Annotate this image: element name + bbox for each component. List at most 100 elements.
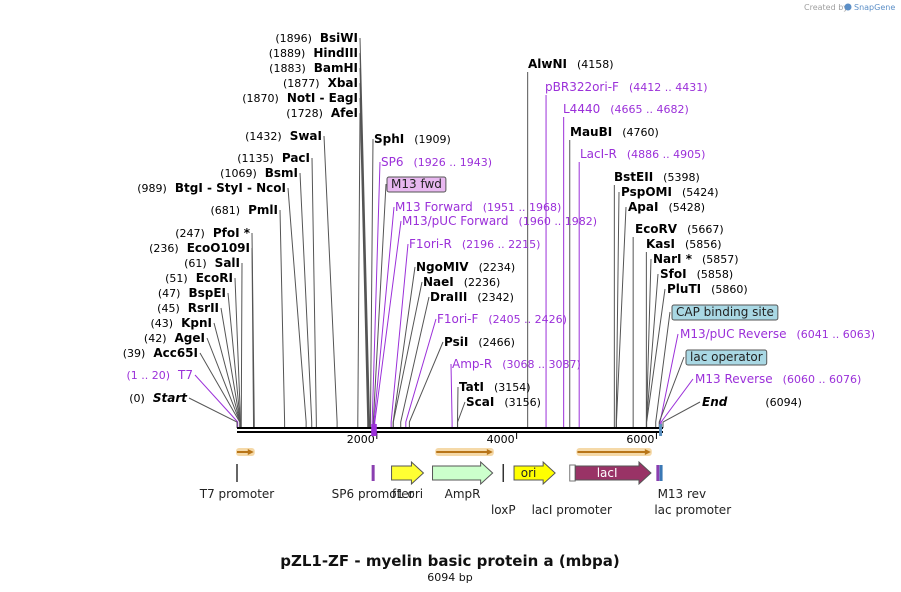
site-position: (1870) [242,92,279,105]
leader-psii [408,341,444,428]
site-leader-lines [188,37,701,428]
site-name-apai: ApaI [628,200,658,214]
site-position: (4665 .. 4682) [610,103,689,116]
feature-lac-promoter: lac promoter [654,465,731,517]
site-name-amp-r: Amp-R [452,357,492,371]
leader-sphi [369,138,374,428]
primer-mark [659,424,663,436]
primer-mark [371,424,375,436]
feature-inline-label: ori [521,466,537,480]
feature-ampr: AmpR [432,460,494,501]
site-name-kasi: KasI [646,237,675,251]
site-position: (4412 .. 4431) [629,81,708,94]
site-label-m13-forward: M13 Forward(1951 .. 1968) [395,200,561,214]
site-name-rsrii: RsrII [188,301,219,315]
feature-f1-ori: f1 ori [391,460,425,501]
site-position: (2342) [477,291,514,304]
site-label-bsteii: BstEII(5398) [614,170,700,184]
feature-box [659,465,663,481]
site-position: (61) [184,257,207,270]
map-length-label: 6094 bp [427,571,472,584]
site-position: (6041 .. 6063) [797,328,876,341]
site-name-xbai: XbaI [328,76,358,90]
site-name-ecorv: EcoRV [635,222,678,236]
site-position: (45) [157,302,180,315]
leader-btgi [287,187,307,428]
site-label-sp6: SP6(1926 .. 1943) [381,155,492,169]
site-name-kpni: KpnI [181,316,212,330]
site-name-pluti: PluTI [667,282,701,296]
site-label-bspei: BspEI(47) [158,286,226,300]
site-name-maubi: MauBI [570,125,612,139]
site-position: (5857) [702,253,739,266]
site-label-rsrii: RsrII (45) [157,301,219,315]
feature-label: M13 rev [658,487,707,501]
site-position: (1960 .. 1982) [519,215,598,228]
site-label-ecorv: EcoRV(5667) [635,222,724,236]
site-position: (1432) [245,130,282,143]
site-label-f1ori-f: F1ori-F(2405 .. 2426) [437,312,567,326]
site-name-paci: PacI [282,151,310,165]
site-position: (1883) [269,62,306,75]
feature-loxp: loxP [491,464,516,517]
site-position: (1926 .. 1943) [414,156,493,169]
leader-end [662,401,701,428]
site-name-m13-forward: M13 Forward [395,200,473,214]
translation-arrow-head [247,449,254,455]
feature-arrow [513,460,556,486]
site-label-pluti: PluTI (5860) [667,282,748,296]
site-position: (5858) [697,268,734,281]
site-position: (989) [137,182,167,195]
feature-ori: ori [513,460,556,486]
site-label-pfoi: PfoI *(247) [175,226,250,240]
site-label-laci-r: LacI-R(4886 .. 4905) [580,147,705,161]
translation-arrow-head [486,449,493,455]
feature-label: lacI promoter [532,503,612,517]
site-label-tati: TatI(3154) [459,380,531,394]
site-label-m13-fwd: M13 fwd [386,176,447,193]
site-name-pfoi: PfoI * [213,226,251,240]
site-label-paci: PacI(1135) [237,151,310,165]
site-label-pspomi: PspOMI(5424) [621,185,719,199]
site-position: (5428) [668,201,705,214]
feature-box [371,465,375,481]
site-name-acc65i: Acc65I [153,346,198,360]
site-name-noti: NotI - EagI [287,91,358,105]
site-name-btgi: BtgI - StyI - NcoI [175,181,286,195]
leader-pmli [279,209,286,428]
site-label-ecoo109i: EcoO109I(236) [149,241,250,255]
site-position: (3068 .. 3087) [502,358,581,371]
site-name-bsteii: BstEII [614,170,653,184]
site-position: (1896) [275,32,312,45]
site-position: (4760) [622,126,659,139]
site-position: (2236) [464,276,501,289]
map-title-block: pZL1-ZF - myelin basic protein a (mbpa) … [280,552,620,584]
leader-paci [311,157,317,428]
site-label-cap-binding-site: CAP binding site [671,304,779,321]
site-position: (1909) [414,133,451,146]
site-position: (2405 .. 2426) [488,313,567,326]
site-name-m13-puc-reverse: M13/pUC Reverse [680,327,787,341]
scale-tick-label: 4000 [487,433,515,446]
site-label-pmli: PmlI(681) [211,203,278,217]
site-label-alwni: AlwNI(4158) [528,57,614,71]
site-position: (236) [149,242,179,255]
site-name-m13-puc-forward: M13/pUC Forward [402,214,509,228]
credit-brand: SnapGene [854,3,895,12]
site-label-m13-reverse: M13 Reverse(6060 .. 6076) [695,372,861,386]
site-label-kpni: KpnI(43) [151,316,213,330]
site-position: (5860) [711,283,748,296]
site-name-psii: PsiI [444,335,468,349]
site-position: (1069) [220,167,257,180]
site-label-scai: ScaI(3156) [466,395,541,409]
feature-laci: lacI [574,460,652,486]
site-name-ngomiv: NgoMIV [416,260,469,274]
site-label-l4440: L4440(4665 .. 4682) [563,102,689,116]
site-name-afei: AfeI [331,106,358,120]
site-name-sphi: SphI [374,132,404,146]
site-label-draiii: DraIII(2342) [430,290,514,304]
site-name-sfoi: SfoI [660,267,687,281]
